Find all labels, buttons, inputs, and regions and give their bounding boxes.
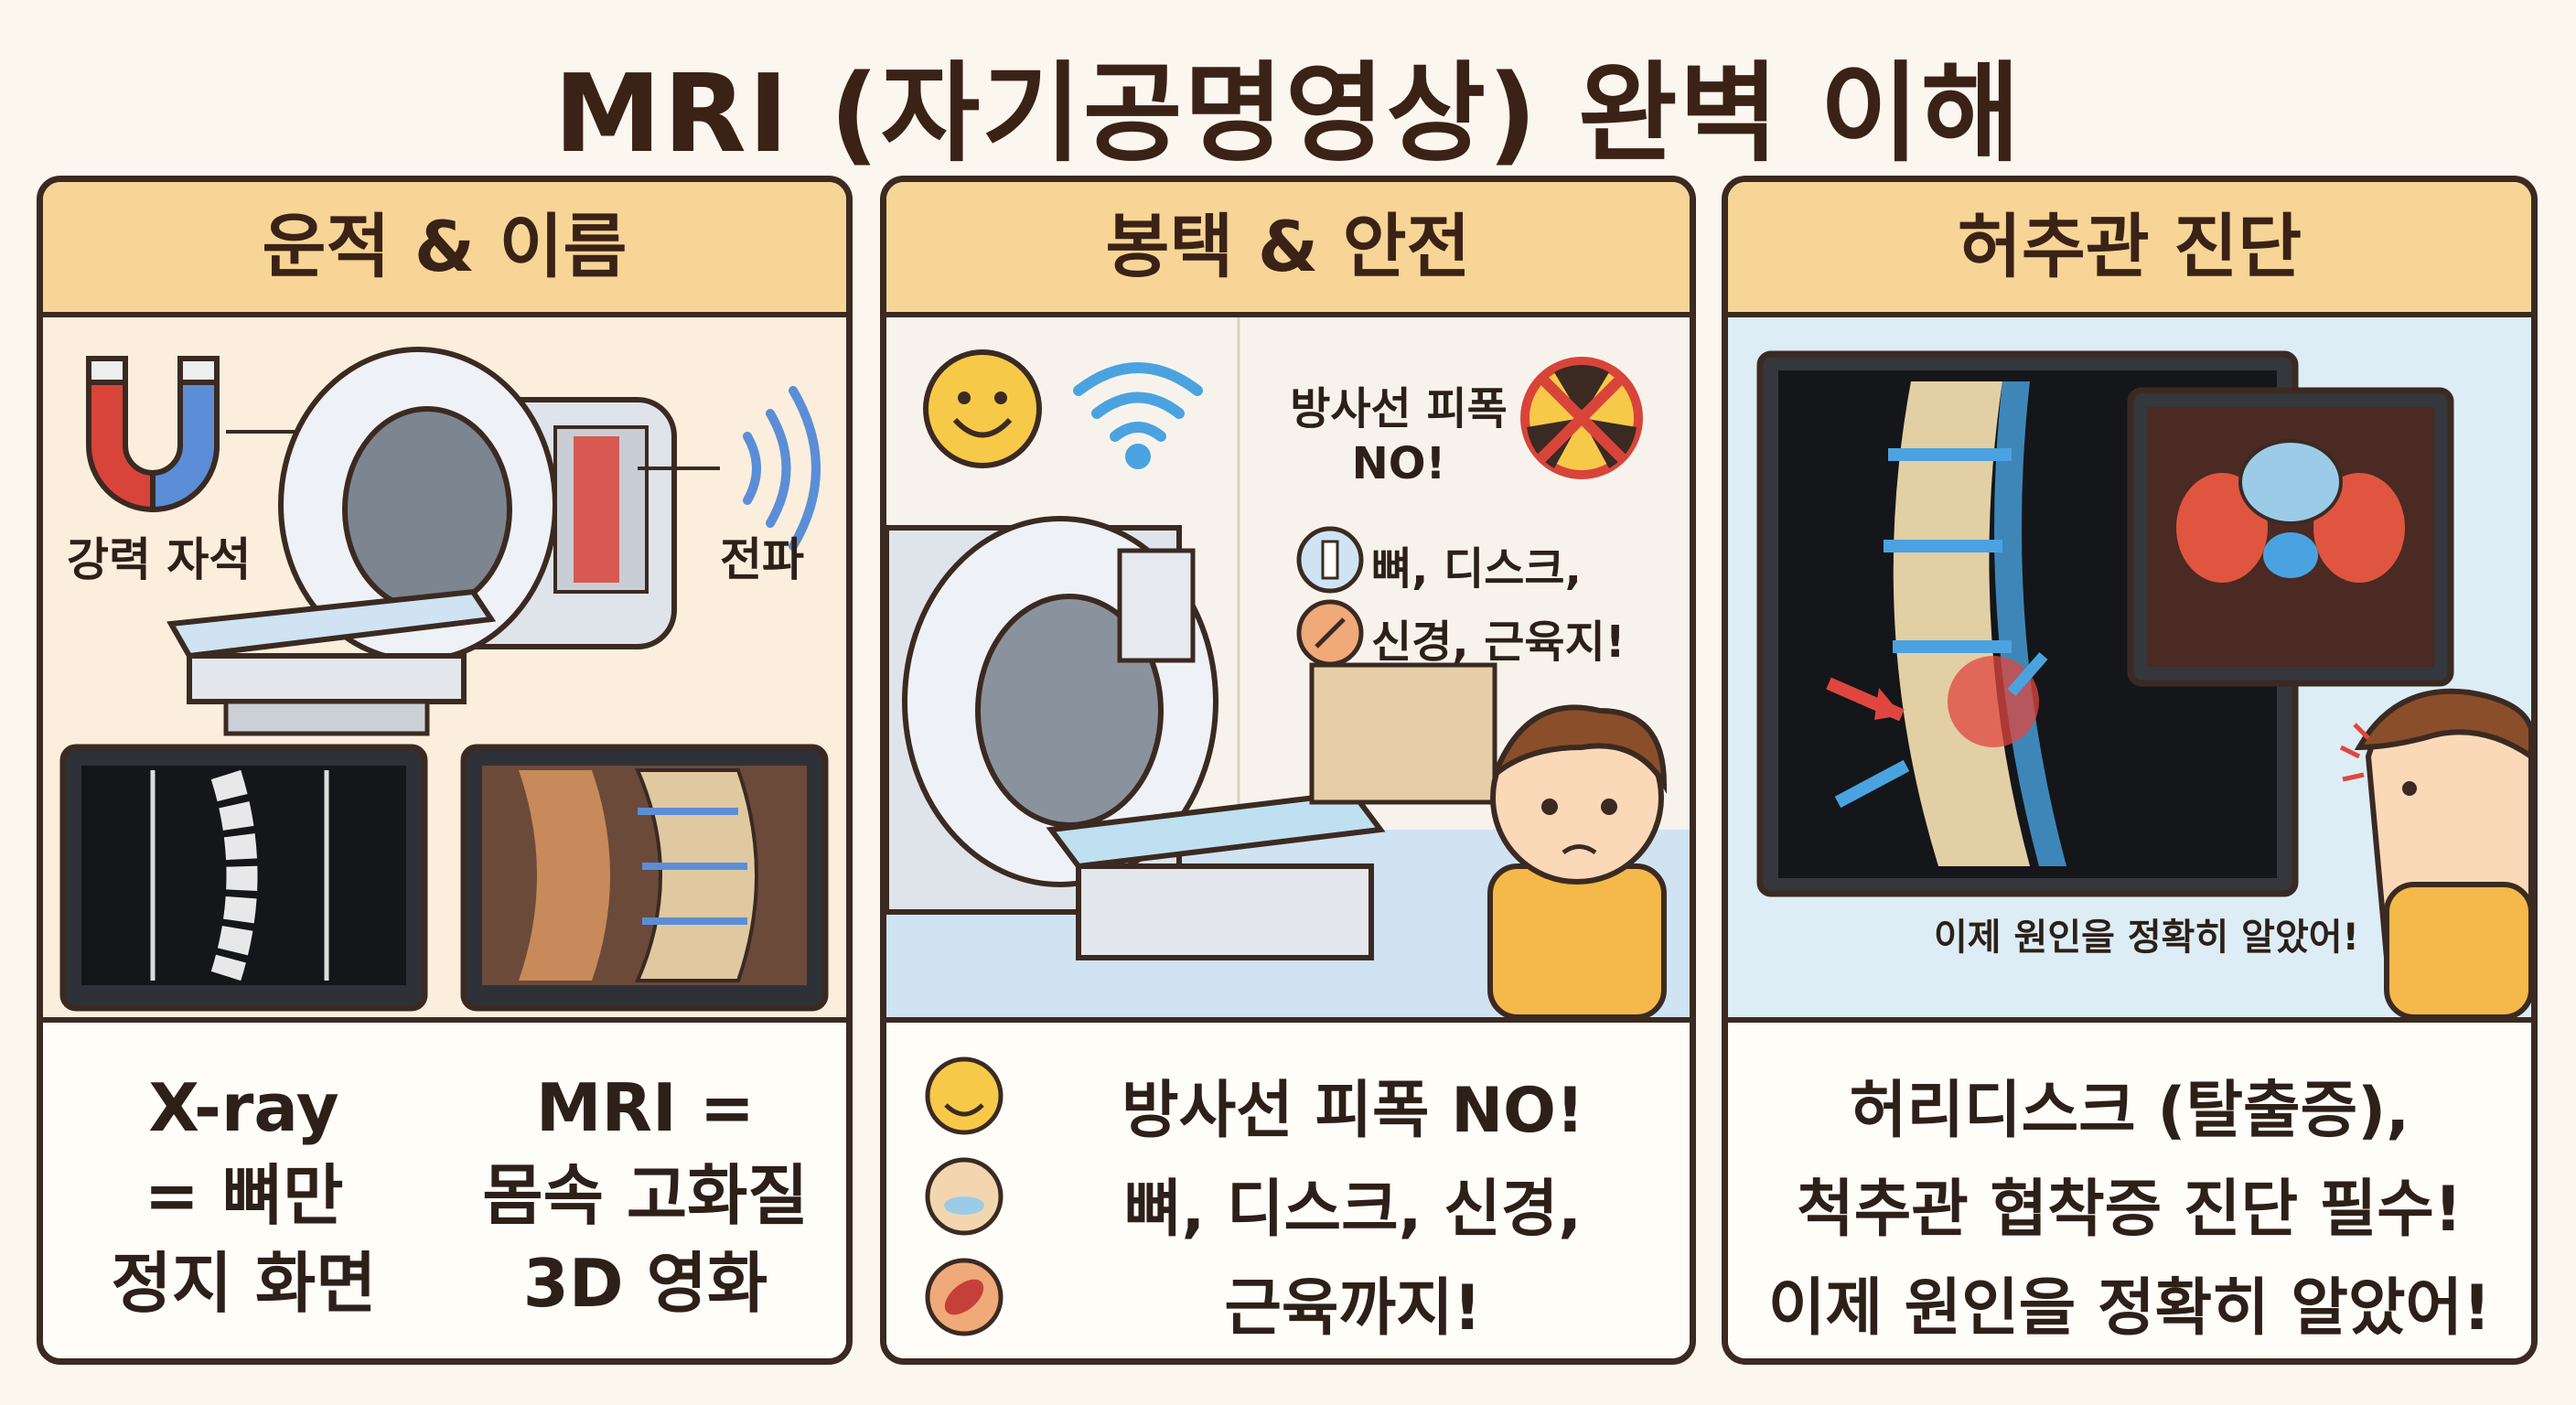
page-title: MRI (자기공명영상) 완벽 이해 [553, 50, 2023, 177]
xray-caption-line: = 뼈만 [144, 1157, 344, 1234]
bone-icon [1296, 526, 1364, 594]
safety-line-3: 근육까지! [1224, 1272, 1482, 1345]
muscle-icon [1296, 599, 1364, 667]
panel-header: 허추관 진단 [1728, 182, 2531, 317]
muscle-icon [925, 1258, 1004, 1336]
radio-wave-icon [743, 386, 821, 551]
panel-principle: 운적 & 이름 [37, 176, 853, 1365]
cross-section-inset [2127, 387, 2454, 687]
mri-caption-line: 몸속 고화질 [482, 1157, 809, 1234]
panel-illustration: 강력 자석 전파 [43, 317, 846, 1017]
disc-icon [925, 1157, 1004, 1236]
mri-scanner [886, 516, 1386, 960]
panel-safety: 봉택 & 안전 [880, 176, 1696, 1365]
panel-illustration: 방사선 피폭 NO! 뼈, 디스크, 신경, 근육지! [886, 317, 1690, 1017]
radiation-label: 방사선 피폭 NO! [1289, 381, 1508, 491]
panel-bottom: 허리디스크 (탈출증), 척추관 협착증 진단 필수! 이제 원인을 정확히 알… [1728, 1017, 2531, 1358]
mri-scanner [166, 347, 677, 736]
xray-caption-line: 정지 화면 [111, 1245, 377, 1322]
diagnosis-line-2: 척추관 협착증 진단 필수! [1797, 1174, 2463, 1246]
panel-illustration: 이제 원인을 정확히 알았어! [1728, 317, 2531, 1017]
safety-line-1: 방사선 피폭 NO! [1122, 1075, 1584, 1147]
xray-caption-line: X-ray [148, 1069, 339, 1146]
xray-caption: X-ray = 뼈만 정지 화면 [43, 1064, 445, 1327]
mri-caption-line: MRI = [535, 1069, 756, 1146]
spine-scan-illustration [1756, 350, 2531, 1017]
mri-3d-monitor [460, 744, 829, 1012]
tissue-label-2: 신경, 근육지! [1371, 617, 1626, 668]
bottom-icons [925, 1056, 1004, 1336]
smile-icon [923, 349, 1042, 468]
magnet-label: 강력 자석 [67, 533, 252, 586]
panel-header: 봉택 & 안전 [886, 182, 1690, 317]
mri-caption-line: 3D 영화 [522, 1245, 768, 1322]
boy-worried [1487, 704, 1668, 1017]
realization-caption: 이제 원인을 정확히 알았어! [1934, 917, 2359, 959]
magnet-icon [86, 356, 220, 513]
boy-realizing [2339, 688, 2531, 1017]
radiation-label-line: 방사선 피폭 [1290, 383, 1508, 434]
panel-header: 운적 & 이름 [43, 182, 846, 317]
radiation-label-line: NO! [1351, 438, 1446, 489]
safety-illustration [886, 317, 1690, 1017]
smile-icon [925, 1056, 1004, 1135]
mri-caption: MRI = 몸속 고화질 3D 영화 [445, 1064, 846, 1327]
panel-bottom: 방사선 피폭 NO! 뼈, 디스크, 신경, 근육까지! [886, 1017, 1690, 1358]
diagnosis-line-1: 허리디스크 (탈출증), [1849, 1075, 2410, 1147]
no-radiation-icon [1520, 357, 1643, 479]
xray-monitor [59, 744, 428, 1012]
wave-label: 전파 [720, 533, 804, 586]
diagnosis-line-3: 이제 원인을 정확히 알았어! [1767, 1272, 2492, 1345]
tissue-label-1: 뼈, 디스크, [1371, 543, 1582, 595]
panel-bottom: X-ray = 뼈만 정지 화면 MRI = 몸속 고화질 3D 영화 [43, 1017, 846, 1358]
safety-line-2: 뼈, 디스크, 신경, [1123, 1174, 1583, 1246]
panel-diagnosis: 허추관 진단 [1722, 176, 2538, 1365]
mri-machine-illustration [59, 347, 829, 1012]
wifi-icon [1073, 362, 1203, 469]
